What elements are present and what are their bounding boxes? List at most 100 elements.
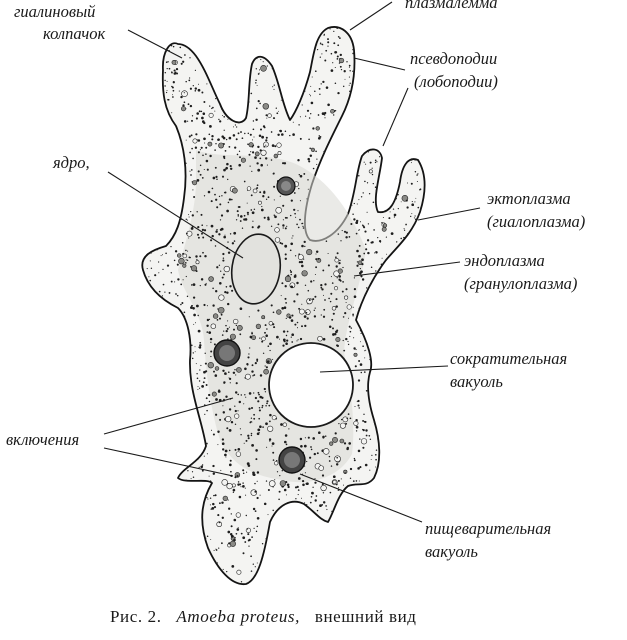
granule [355, 480, 358, 482]
granule [296, 485, 299, 489]
granule [355, 430, 358, 432]
granule [227, 118, 229, 120]
granule [260, 208, 264, 212]
granule [209, 125, 212, 128]
granule [257, 99, 260, 103]
granule [235, 324, 238, 327]
granule [225, 138, 228, 141]
granule [268, 438, 272, 441]
granule [320, 284, 323, 287]
granule [266, 400, 269, 403]
granule [248, 101, 250, 103]
granule [284, 285, 287, 288]
granule [221, 442, 225, 446]
granule [376, 161, 378, 163]
granule [226, 291, 229, 294]
granule [362, 192, 364, 194]
granule [204, 254, 207, 258]
granule [171, 86, 174, 89]
granule [349, 477, 352, 479]
granule [258, 409, 261, 412]
granule [277, 223, 280, 226]
granule [162, 268, 164, 271]
granule [294, 323, 297, 326]
granule [262, 195, 265, 198]
granule [346, 304, 352, 310]
granule [349, 90, 351, 93]
granule [255, 530, 258, 533]
granule [206, 442, 208, 444]
granule [192, 180, 198, 186]
granule [355, 349, 357, 351]
granule [317, 136, 321, 140]
granule [359, 438, 361, 440]
granule [319, 93, 321, 96]
granule [330, 109, 335, 114]
granule [286, 225, 288, 227]
granule [337, 233, 340, 235]
granule [210, 508, 212, 510]
granule [196, 373, 198, 375]
granule [218, 142, 225, 149]
granule [288, 316, 292, 319]
label-contractile-line2: вакуоль [450, 372, 503, 391]
granule [250, 406, 254, 410]
granule [353, 295, 357, 299]
granule [375, 203, 377, 206]
granule [356, 261, 359, 263]
granule [215, 198, 218, 201]
granule [188, 256, 191, 259]
granule [250, 570, 253, 572]
granule [230, 525, 233, 528]
granule [309, 71, 311, 73]
granule [192, 352, 194, 354]
granule [325, 240, 328, 242]
granule [208, 393, 211, 397]
granule [299, 116, 301, 118]
granule [293, 300, 296, 303]
granule [361, 224, 364, 227]
granule [302, 227, 305, 229]
granule [193, 195, 196, 199]
granule [190, 478, 192, 480]
granule [223, 129, 225, 131]
granule [368, 169, 373, 174]
granule [200, 278, 204, 281]
granule [274, 479, 276, 481]
granule [267, 425, 274, 432]
granule [273, 214, 276, 216]
granule [284, 297, 287, 300]
granule [265, 139, 268, 142]
granule [250, 434, 253, 437]
granule [273, 199, 275, 201]
granule [358, 254, 361, 258]
granule [261, 205, 263, 208]
granule [378, 156, 381, 158]
granule [229, 285, 232, 288]
granule [274, 237, 281, 243]
granule [339, 53, 342, 57]
granule [314, 477, 316, 480]
granule [314, 90, 316, 92]
granule [205, 153, 207, 155]
granule [375, 449, 378, 451]
granule [213, 549, 215, 551]
granule [297, 339, 299, 341]
granule [227, 320, 229, 322]
granule [405, 199, 408, 202]
granule [266, 328, 268, 330]
granule [282, 227, 284, 229]
granule [227, 530, 231, 534]
granule [236, 475, 239, 477]
granule [248, 407, 251, 410]
granule [227, 178, 229, 181]
granule [322, 337, 326, 341]
granule [353, 202, 355, 205]
granule [301, 497, 302, 499]
granule [215, 142, 217, 145]
granule [252, 563, 254, 565]
granule [312, 437, 315, 440]
granule [384, 210, 387, 213]
granule [275, 460, 278, 462]
granule [359, 229, 361, 231]
